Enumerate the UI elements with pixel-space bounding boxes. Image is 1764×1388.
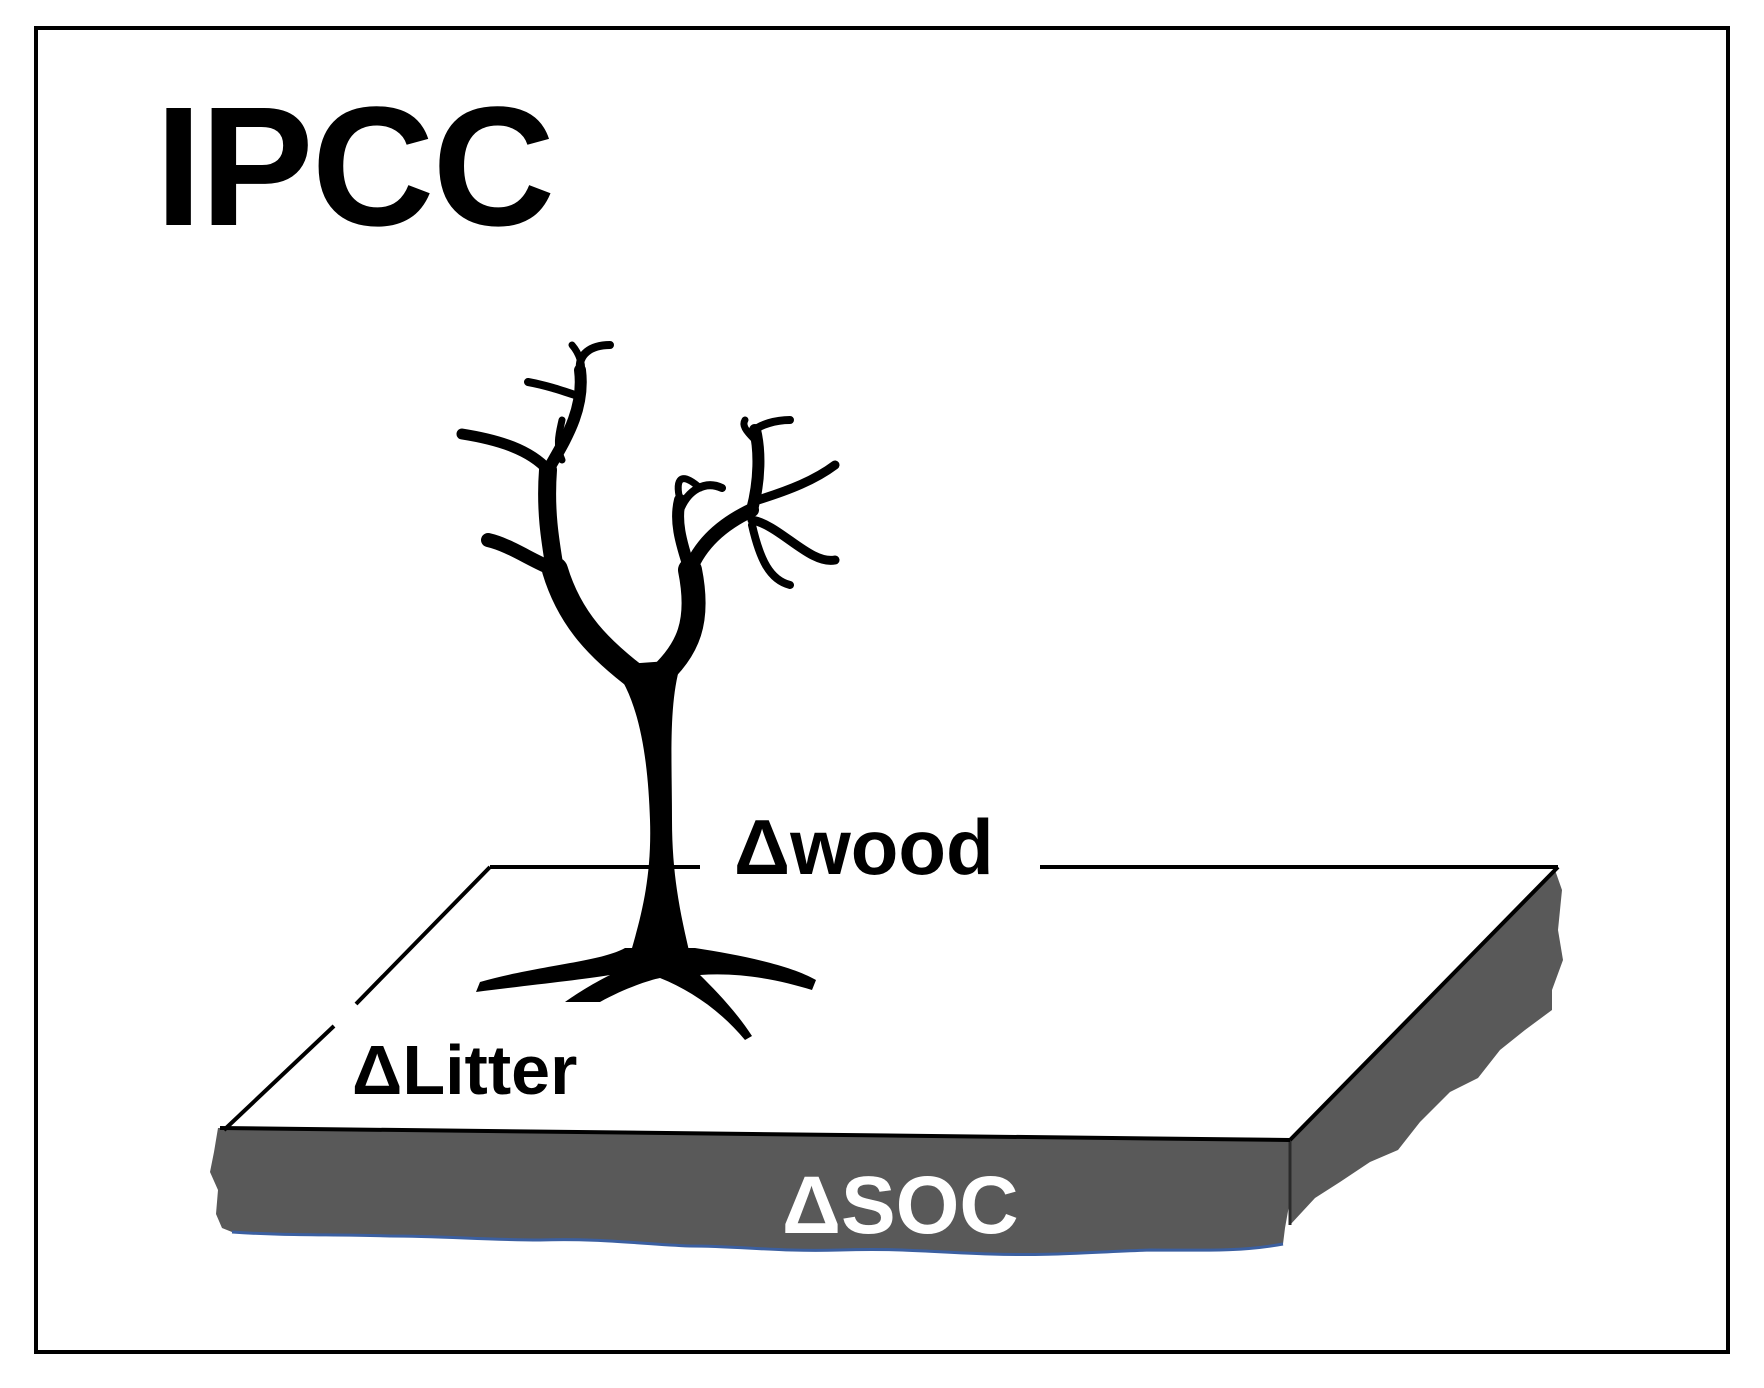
page-title: IPCC: [155, 72, 555, 262]
outer-frame: [34, 26, 1730, 1354]
delta-soc-label: ΔSOC: [782, 1160, 1019, 1251]
slab-left-edge-upper: [354, 865, 492, 1006]
slab-front-edge: [219, 1126, 1291, 1142]
soil-front-face: [210, 1128, 1290, 1255]
slab-left-edge-lower: [222, 1024, 336, 1132]
soil-side-face: [1290, 870, 1563, 1225]
soil-bottom-edge: [231, 1230, 1284, 1257]
bare-tree-icon: [456, 341, 840, 1040]
delta-wood-label: Δwood: [724, 808, 1004, 886]
slab-right-edge: [1288, 865, 1560, 1142]
delta-litter-label: ΔLitter: [352, 1031, 578, 1109]
